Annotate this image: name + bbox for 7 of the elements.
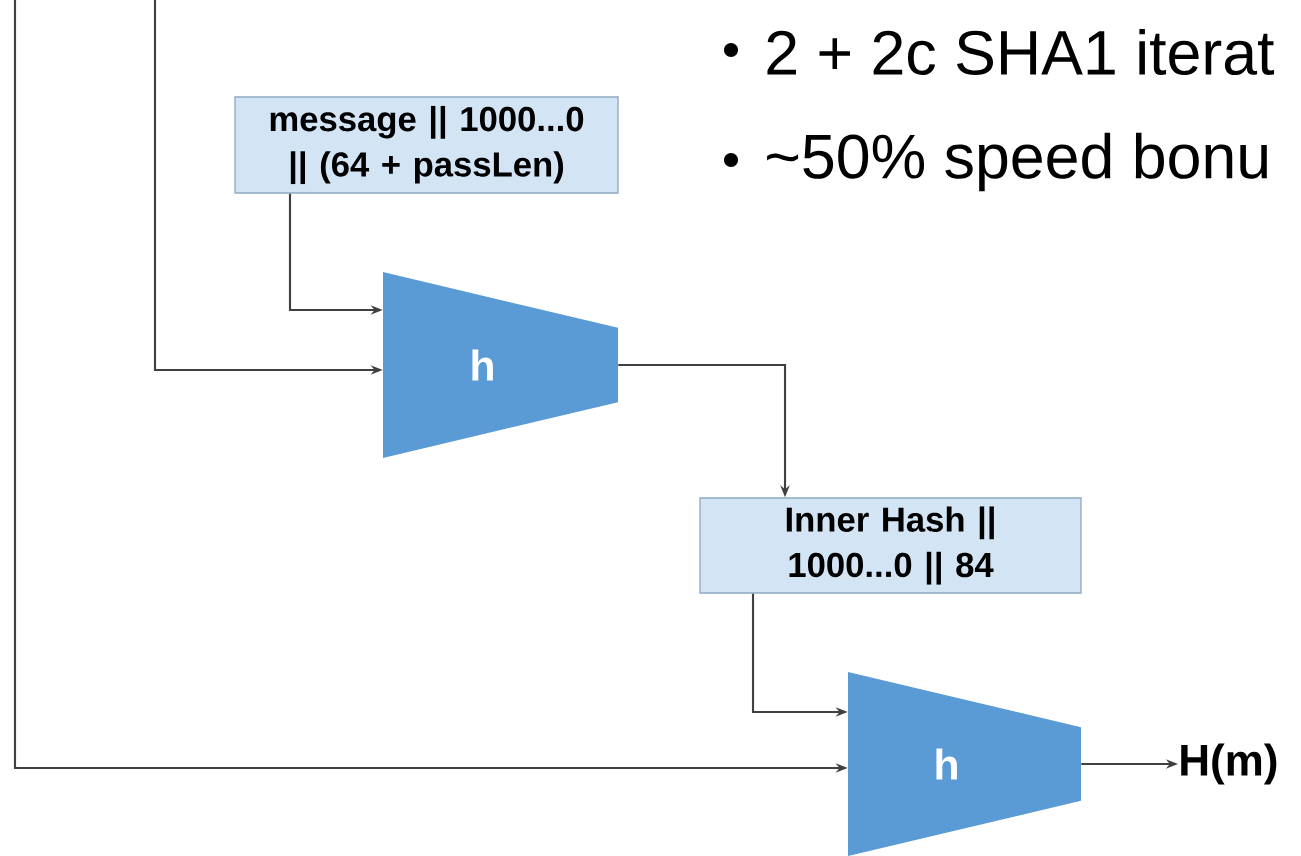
hash-function-trapezoid: h (383, 272, 618, 458)
bullet-text: ~50% speed bonu (767, 132, 1267, 192)
bullet-text: 2 + 2c SHA1 iterat (767, 29, 1275, 75)
hash-function-trapezoid: h (848, 672, 1081, 856)
process-box: message || 1000...0 || (64 + passLen) (234, 96, 619, 194)
process-box: Inner Hash || 1000...0 || 84 (699, 497, 1082, 594)
output-label: H(m) (1181, 743, 1277, 785)
